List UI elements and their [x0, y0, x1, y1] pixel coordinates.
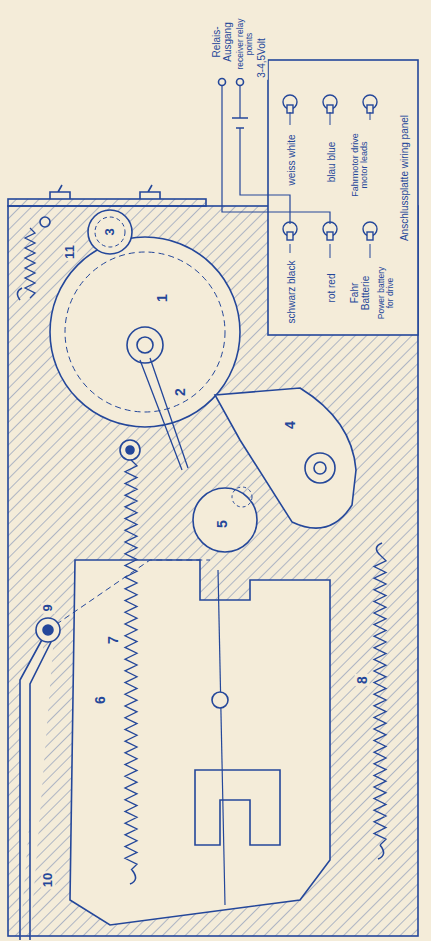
terminal-slot [327, 232, 333, 240]
part-label: receiver relay points [236, 10, 254, 78]
plate [70, 560, 330, 925]
terminal-slot [287, 232, 293, 240]
terminal-slot [287, 105, 293, 113]
terminal-slot [367, 232, 373, 240]
callout-number: 2 [173, 386, 188, 398]
part-label: schwarz black [287, 259, 298, 326]
callout-number: 10 [41, 871, 55, 889]
spring [25, 228, 35, 298]
callout-number: 3 [103, 226, 117, 237]
housing [8, 206, 418, 936]
callout-number: 5 [215, 518, 230, 530]
spring [125, 460, 137, 870]
callout-number: 6 [93, 694, 108, 706]
callout-number: 8 [355, 674, 370, 686]
callout-number: 7 [106, 634, 121, 646]
spring [374, 555, 386, 845]
callout-number: 11 [63, 243, 77, 261]
callout-number: 1 [155, 292, 170, 304]
part-label: weiss white [287, 132, 298, 187]
wheel [50, 237, 240, 427]
part-label: Power battery for drive [377, 260, 395, 326]
part-label: rot red [327, 272, 338, 305]
part-label: Fahr Batterie [350, 268, 371, 318]
terminal-slot [327, 105, 333, 113]
part-label: 3-4,5Volt [257, 36, 268, 79]
callout-number: 4 [283, 419, 298, 431]
part-label: blau blue [327, 140, 338, 185]
part-label: Relais- Ausgang [212, 15, 233, 69]
terminal-slot [367, 105, 373, 113]
part-label: Anschlussplatte wiring panel [400, 113, 411, 243]
callout-number: 9 [41, 602, 55, 613]
part-label: Fahrmotor drive motor leads [351, 122, 370, 208]
